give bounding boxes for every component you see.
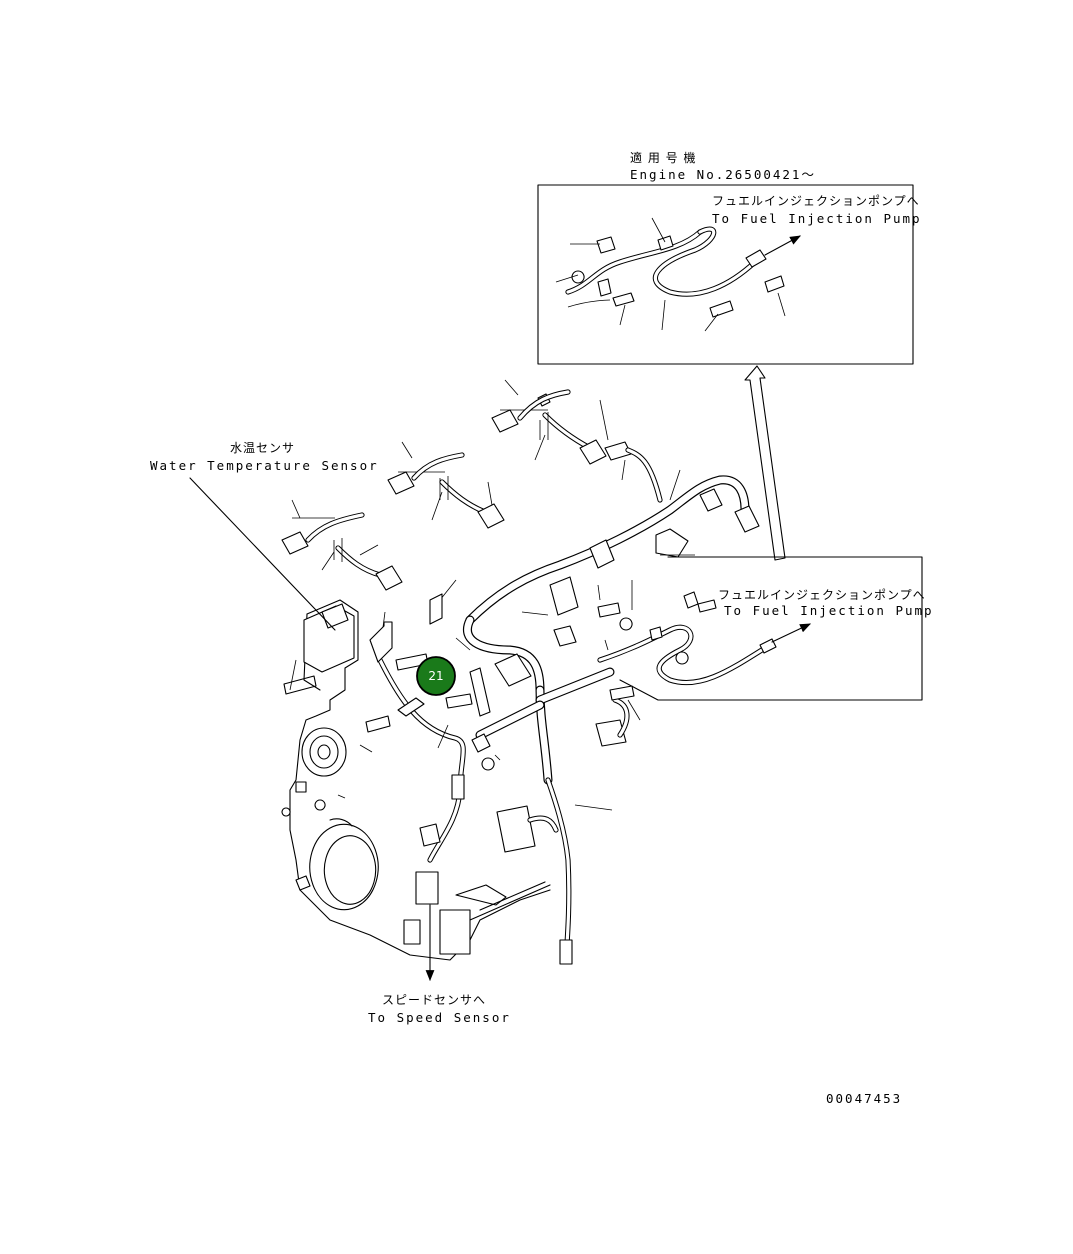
- inset-top-harness: [555, 217, 801, 332]
- callout-circle[interactable]: [416, 656, 456, 696]
- connector-group-3: [281, 499, 403, 591]
- brackets-and-bolts: [283, 459, 695, 761]
- callout-21[interactable]: 21: [416, 656, 456, 696]
- inset-right-label-jp: フュエルインジェクションポンプへ: [718, 588, 926, 602]
- main-harness: [377, 475, 760, 982]
- inset-top-label-en: To Fuel Injection Pump: [712, 211, 922, 226]
- inset-right-label-en: To Fuel Injection Pump: [724, 603, 934, 618]
- inset-right: フュエルインジェクションポンプへ To Fuel Injection Pump: [597, 556, 934, 701]
- engine-block: [281, 599, 551, 961]
- connector-group-2: [387, 441, 505, 529]
- inset-top-label-jp: フュエルインジェクションポンプへ: [712, 194, 920, 208]
- inset-applicable-label: 適 用 号 機: [630, 150, 696, 165]
- inset-top: 適 用 号 機 Engine No.26500421～ フュエルインジェクション…: [537, 150, 922, 365]
- callout-number: 21: [428, 669, 443, 683]
- drawing-number: 00047453: [826, 1091, 902, 1106]
- connector-group-1: [491, 379, 663, 503]
- speed-sensor-label-en: To Speed Sensor: [368, 1010, 511, 1025]
- inset-engine-number: Engine No.26500421～: [630, 167, 816, 182]
- big-link-arrow: [744, 365, 786, 561]
- inset-top-frame: [537, 184, 914, 365]
- speed-sensor-label-jp: スピードセンサへ: [382, 993, 486, 1007]
- water-sensor-label-en: Water Temperature Sensor: [150, 458, 379, 473]
- speed-sensor-callout: スピードセンサへ To Speed Sensor: [368, 993, 511, 1025]
- water-temp-sensor-callout: 水温センサ Water Temperature Sensor: [150, 441, 379, 631]
- water-sensor-label-jp: 水温センサ: [230, 441, 295, 455]
